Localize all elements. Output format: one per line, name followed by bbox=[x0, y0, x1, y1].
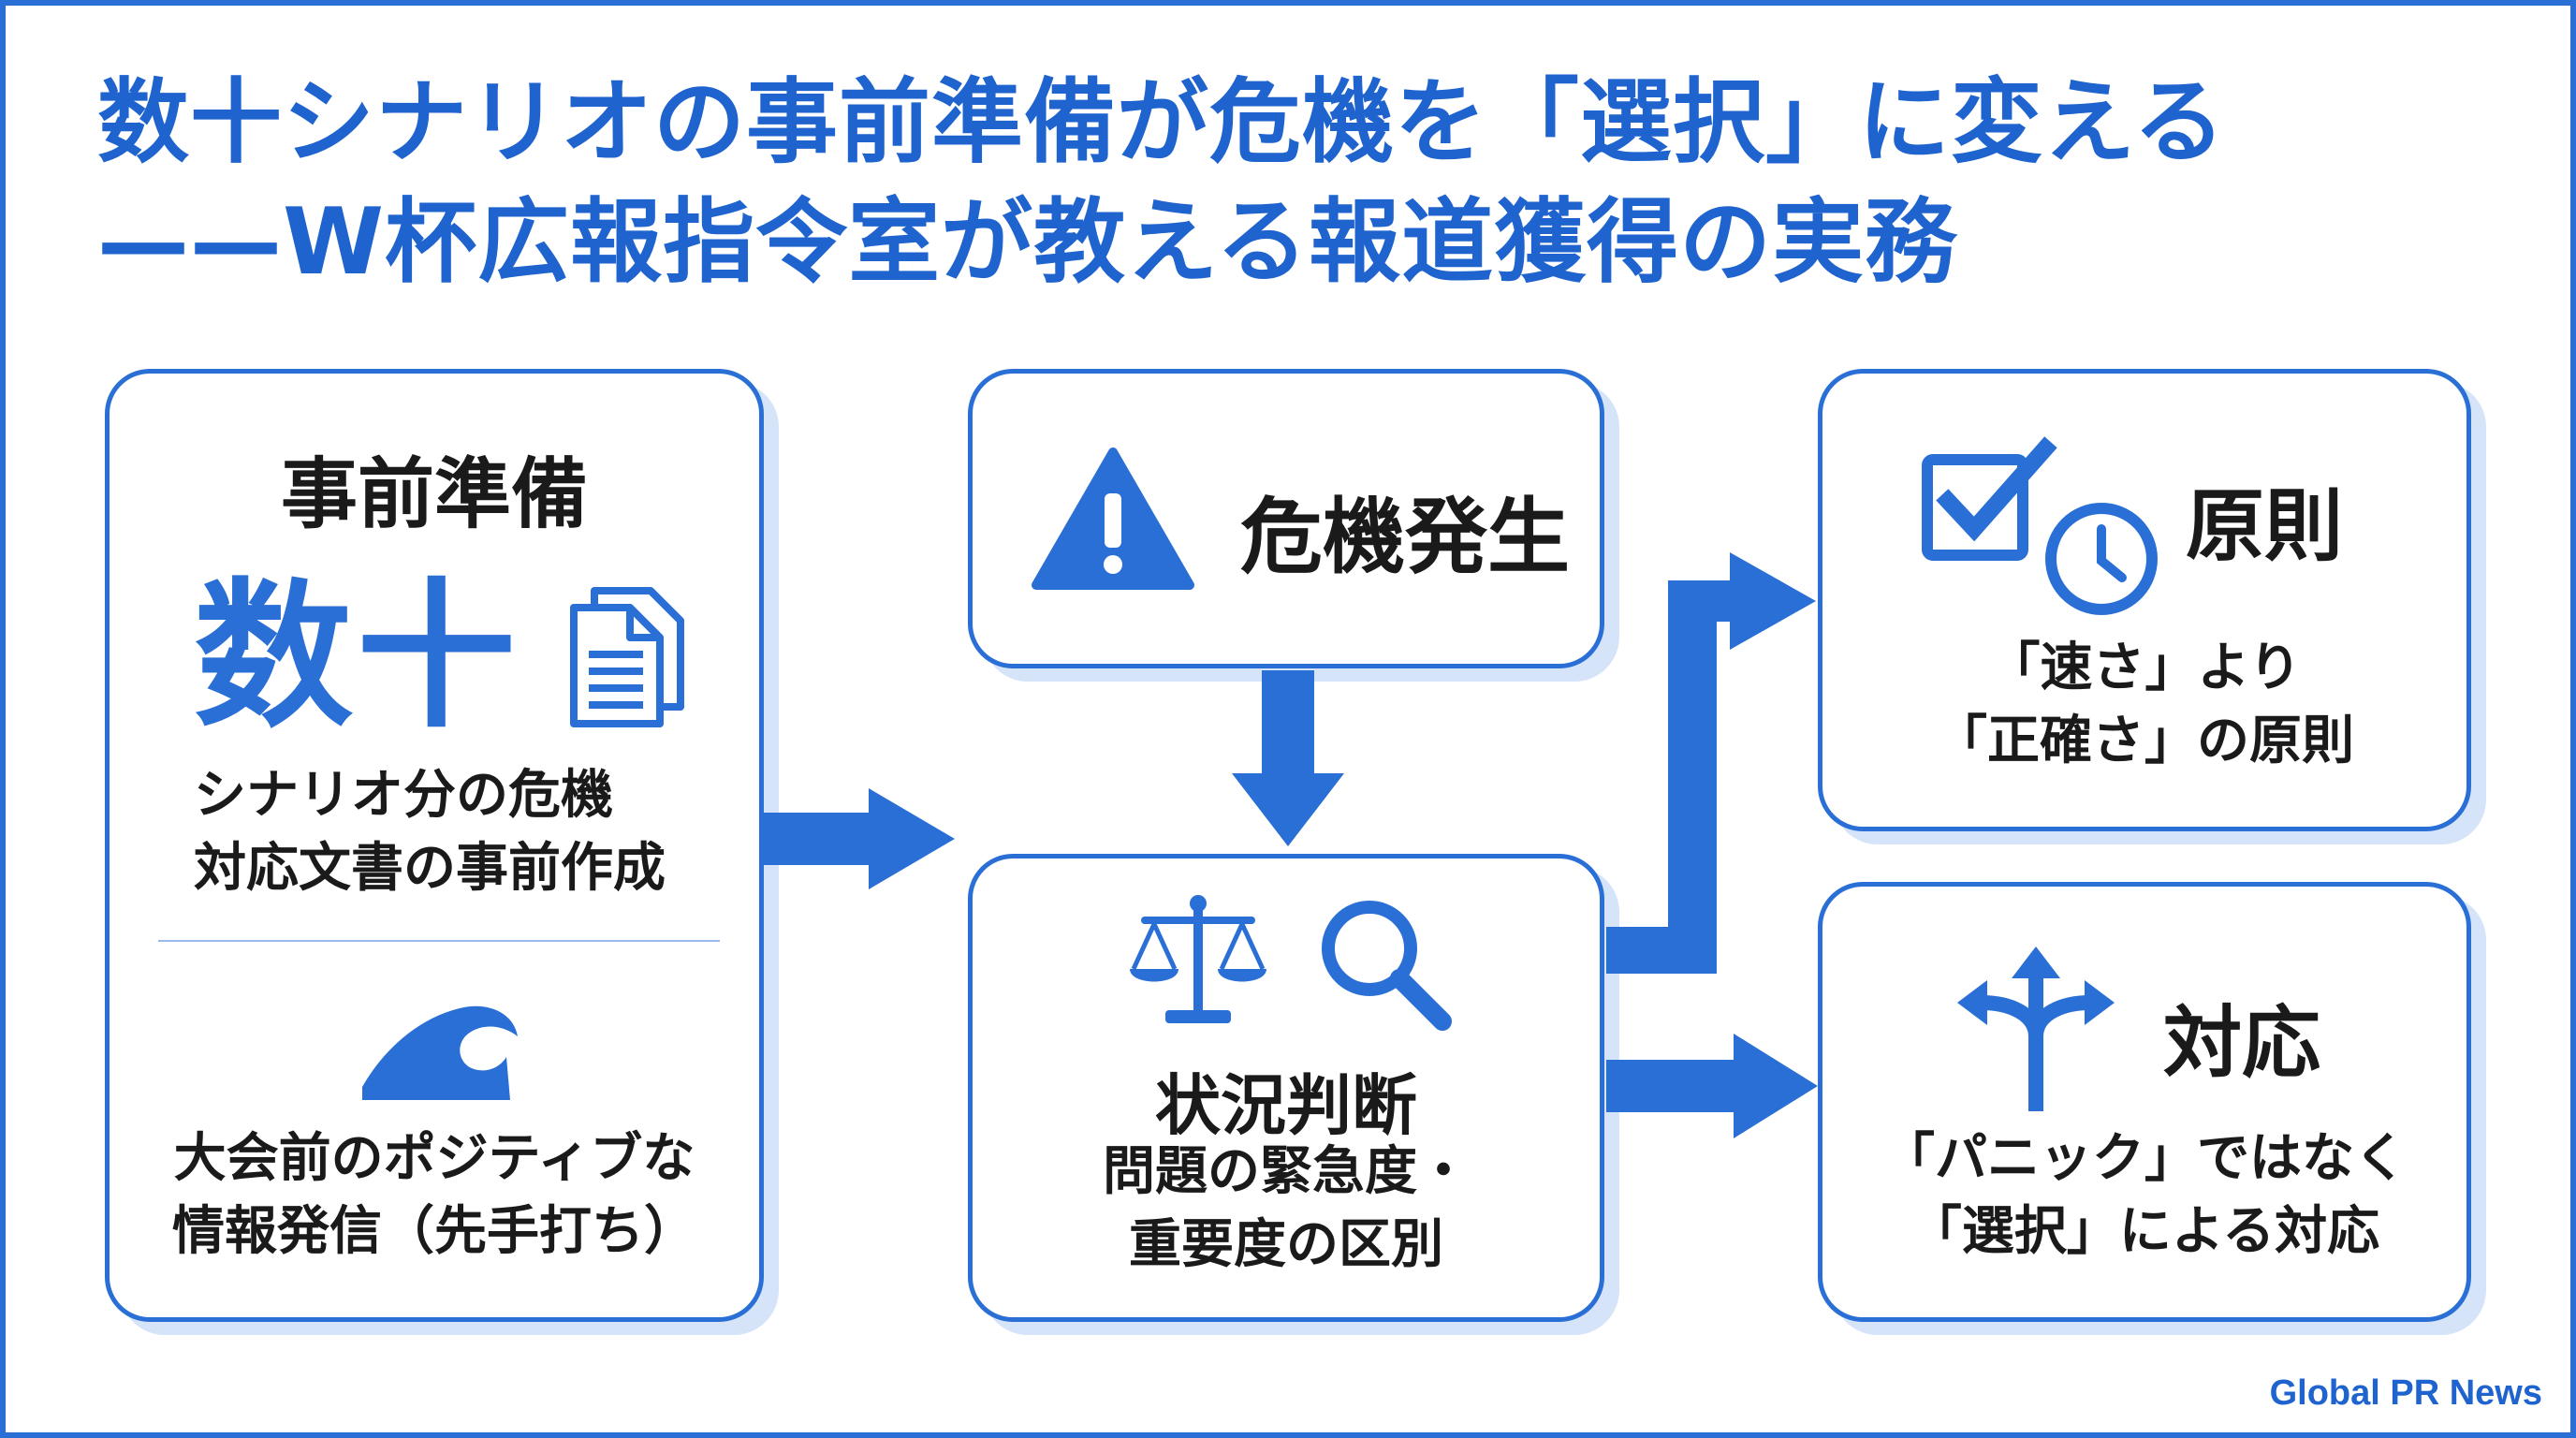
judgment-text-2: 重要度の区別 bbox=[1129, 1214, 1443, 1275]
response-text-2: 「選択」による対応 bbox=[1909, 1201, 2380, 1262]
judgment-box: 状況判断 問題の緊急度・ 重要度の区別 bbox=[968, 854, 1604, 1322]
documents-icon bbox=[570, 587, 684, 727]
preparation-text-4: 情報発信（先手打ち） bbox=[172, 1201, 696, 1262]
preparation-box: 事前準備 数十 シナリオ分の危機 対応文書の事前作成 大会前のポジティブな 情報… bbox=[105, 369, 764, 1322]
headline-line-2: ——W杯広報指令室が教える報道獲得の実務 bbox=[97, 189, 1958, 296]
preparation-heading: 事前準備 bbox=[280, 450, 588, 539]
preparation-text-2: 対応文書の事前作成 bbox=[194, 838, 666, 899]
crisis-box: 危機発生 bbox=[968, 369, 1604, 668]
principle-text-1: 「速さ」より bbox=[1987, 638, 2302, 698]
crisis-label: 危機発生 bbox=[1240, 489, 1571, 585]
response-box: 対応 「パニック」ではなく 「選択」による対応 bbox=[1818, 882, 2471, 1322]
response-label: 対応 bbox=[2163, 997, 2321, 1089]
preparation-text-3: 大会前のポジティブな bbox=[173, 1128, 695, 1189]
principle-box: 原則 「速さ」より 「正確さ」の原則 bbox=[1818, 369, 2471, 831]
checkbox-icon bbox=[1922, 436, 2057, 561]
warning-icon bbox=[1032, 448, 1194, 590]
principle-text-2: 「正確さ」の原則 bbox=[1935, 711, 2354, 771]
judgment-label: 状況判断 bbox=[1155, 1067, 1417, 1144]
clock-icon bbox=[2045, 503, 2158, 615]
response-text-1: 「パニック」ではなく bbox=[1882, 1128, 2407, 1189]
preparation-divider bbox=[158, 940, 720, 942]
diverging-arrows-icon bbox=[1957, 946, 2115, 1111]
wave-icon bbox=[362, 1005, 518, 1100]
principle-label: 原則 bbox=[2186, 480, 2344, 572]
preparation-count: 数十 bbox=[194, 565, 520, 750]
scales-icon bbox=[1130, 895, 1266, 1023]
preparation-text-1: シナリオ分の危機 bbox=[194, 765, 613, 826]
judgment-text-1: 問題の緊急度・ bbox=[1103, 1141, 1470, 1202]
magnifier-icon bbox=[1322, 901, 1452, 1031]
headline-line-1: 数十シナリオの事前準備が危機を「選択」に変える bbox=[97, 69, 2227, 176]
footer-brand: Global PR News bbox=[2269, 1373, 2542, 1413]
